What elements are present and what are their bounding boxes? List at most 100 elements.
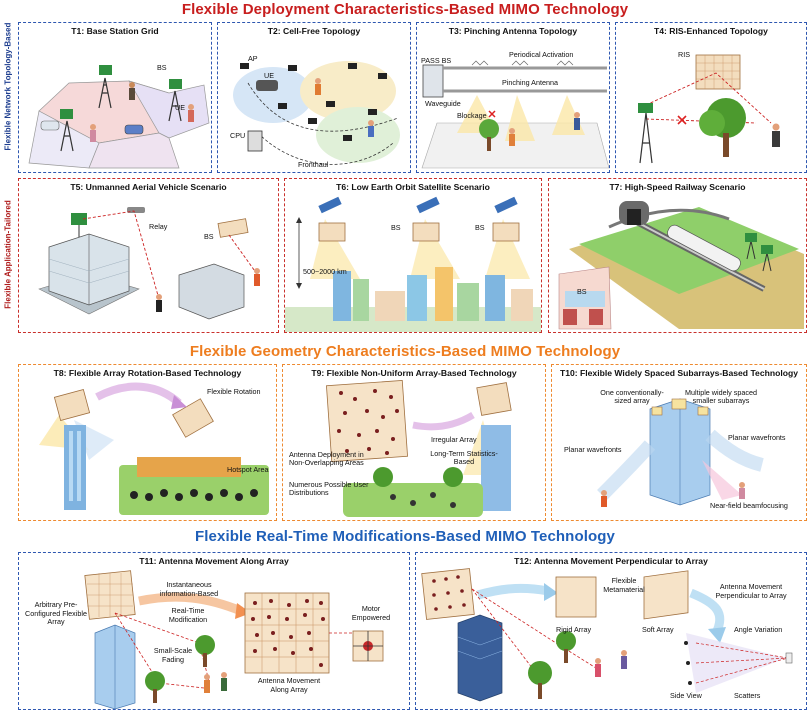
t4-label-ris: RIS — [678, 50, 690, 59]
t5-illustration — [38, 207, 260, 320]
t12-illustration — [421, 568, 793, 702]
panel-title: T3: Pinching Antenna Topology — [448, 26, 578, 36]
t11-label-small-scale-fading: Small-Scale Fading — [153, 646, 193, 664]
section-title-geometry: Flexible Geometry Characteristics-Based … — [189, 343, 621, 360]
t11-label-preconfigured-array: Arbitrary Pre-Configured Flexible Array — [25, 600, 87, 626]
t6-illustration — [285, 196, 541, 332]
t8-label-hotspot-area: Hotspot Area — [227, 465, 269, 474]
rigid-array-icon — [555, 576, 597, 618]
t2-label-ue: UE — [264, 71, 274, 80]
t12-label-soft-array: Soft Array — [642, 625, 674, 634]
car-icon — [40, 120, 60, 131]
person-icon — [254, 268, 260, 274]
panel-t12: T12: Antenna Movement Perpendicular to A… — [415, 552, 807, 710]
t9-label-irregular-array: Irregular Array — [431, 435, 477, 444]
panel-t7: T7: High-Speed Railway Scenario BS — [548, 178, 807, 333]
t2-illustration — [233, 61, 400, 165]
t10-label-conventional-array: One conventionally-sized array — [600, 388, 664, 405]
t6-label-bs-1: BS — [391, 223, 401, 232]
panel-title: T1: Base Station Grid — [71, 26, 159, 36]
irregular-array-icon — [326, 380, 408, 462]
ris-panel-icon — [695, 54, 741, 90]
t3-illustration — [421, 60, 609, 169]
panel-t3: T3: Pinching Antenna Topology PASS BS Pe… — [416, 22, 610, 173]
panel-title: T4: RIS-Enhanced Topology — [654, 26, 768, 36]
panel-title: T9: Flexible Non-Uniform Array-Based Tec… — [311, 368, 517, 378]
antenna-panel-icon — [745, 233, 757, 242]
person-icon — [595, 658, 601, 664]
t11-label-instantaneous: Instantaneous information-Based — [159, 580, 219, 598]
person-icon — [739, 482, 745, 488]
t12-label-rigid-array: Rigid Array — [556, 625, 592, 634]
panel-title: T10: Flexible Widely Spaced Subarrays-Ba… — [559, 368, 799, 378]
t4-illustration — [638, 54, 780, 164]
t3-label-pass-bs: PASS BS — [421, 56, 452, 65]
t1-illustration — [28, 65, 210, 169]
train-icon — [667, 224, 741, 272]
t5-label-bs: BS — [204, 232, 214, 241]
person-icon — [188, 104, 194, 110]
t9-label-antenna-deployment: Antenna Deployment in Non-Overlapping Ar… — [289, 450, 364, 467]
panel-t2: T2: Cell-Free Topology AP UE CPU Frontha… — [217, 22, 411, 173]
person-icon — [621, 650, 627, 656]
side-label-application: Flexible Application-Tailored — [3, 200, 13, 309]
panel-t9: T9: Flexible Non-Uniform Array-Based Tec… — [282, 364, 546, 521]
t12-label-flexible-metamaterial: Flexible Metamaterial — [603, 576, 645, 594]
person-icon — [315, 78, 321, 84]
section-title-realtime: Flexible Real-Time Modifications-Based M… — [195, 528, 615, 545]
panel-t11: T11: Antenna Movement Along Array — [18, 552, 410, 710]
antenna-panel-icon — [71, 213, 87, 225]
side-label-network: Flexible Network Topology-Based — [3, 22, 13, 151]
panel-t8: T8: Flexible Array Rotation-Based Techno… — [18, 364, 277, 521]
t10-label-planar-wavefronts-left: Planar wavefronts — [564, 445, 622, 454]
rotating-array-icon — [53, 389, 91, 421]
panel-title: T12: Antenna Movement Perpendicular to A… — [514, 556, 708, 566]
uav-bs-array-icon — [217, 218, 249, 238]
small-array-icon — [476, 382, 512, 416]
person-icon — [574, 112, 580, 118]
person-icon — [368, 120, 374, 126]
t12-label-angle-variation: Angle Variation — [734, 625, 783, 634]
building-icon — [178, 263, 245, 320]
person-icon — [221, 672, 227, 678]
t2-label-ap: AP — [248, 54, 258, 63]
t9-illustration — [326, 380, 512, 517]
t7-label-bs: BS — [577, 287, 587, 296]
t11-label-real-time-modification: Real-Time Modification — [168, 606, 208, 624]
t2-label-fronthaul: Fronthaul — [298, 160, 329, 169]
car-icon — [124, 124, 144, 135]
t9-label-user-distributions: Numerous Possible User Distributions — [289, 480, 369, 497]
t12-label-perpendicular: Antenna Movement Perpendicular to Array — [715, 582, 787, 600]
building-icon — [457, 614, 503, 702]
t6-label-bs-2: BS — [475, 223, 485, 232]
t10-label-near-field: Near-field beamfocusing — [710, 501, 788, 510]
person-icon — [772, 123, 780, 131]
subarray-icon — [651, 398, 709, 416]
t10-illustration — [597, 398, 764, 507]
panel-t4: T4: RIS-Enhanced Topology RIS — [615, 22, 807, 173]
access-point-icon — [240, 63, 387, 141]
tree-icon — [145, 671, 165, 691]
panel-title: T2: Cell-Free Topology — [267, 26, 361, 36]
antenna-panel-icon — [638, 103, 653, 113]
antenna-panel-icon — [60, 65, 182, 119]
person-icon — [204, 674, 210, 680]
city-buildings-icon — [333, 267, 533, 321]
tower-icon — [60, 77, 182, 152]
panel-title: T7: High-Speed Railway Scenario — [609, 182, 746, 192]
pass-bs-icon — [422, 64, 444, 98]
tree-icon — [195, 635, 215, 655]
t6-label-altitude: 500~2000 km — [303, 267, 347, 276]
tree-icon — [556, 631, 576, 651]
tree-icon — [528, 661, 552, 685]
panel-title: T8: Flexible Array Rotation-Based Techno… — [53, 368, 242, 378]
car-icon — [256, 80, 278, 91]
t8-illustration — [39, 382, 269, 515]
panel-title: T6: Low Earth Orbit Satellite Scenario — [336, 182, 490, 192]
section-title-deployment: Flexible Deployment Characteristics-Base… — [181, 1, 629, 18]
t9-label-long-term: Long-Term Statistics-Based — [430, 449, 498, 466]
t7-illustration — [558, 201, 804, 330]
panel-t5: T5: Unmanned Aerial Vehicle Scenario Rel… — [18, 178, 279, 333]
t11-label-antenna-movement-along: Antenna Movement Along Array — [257, 676, 321, 694]
t3-label-waveguide: Waveguide — [425, 99, 461, 108]
